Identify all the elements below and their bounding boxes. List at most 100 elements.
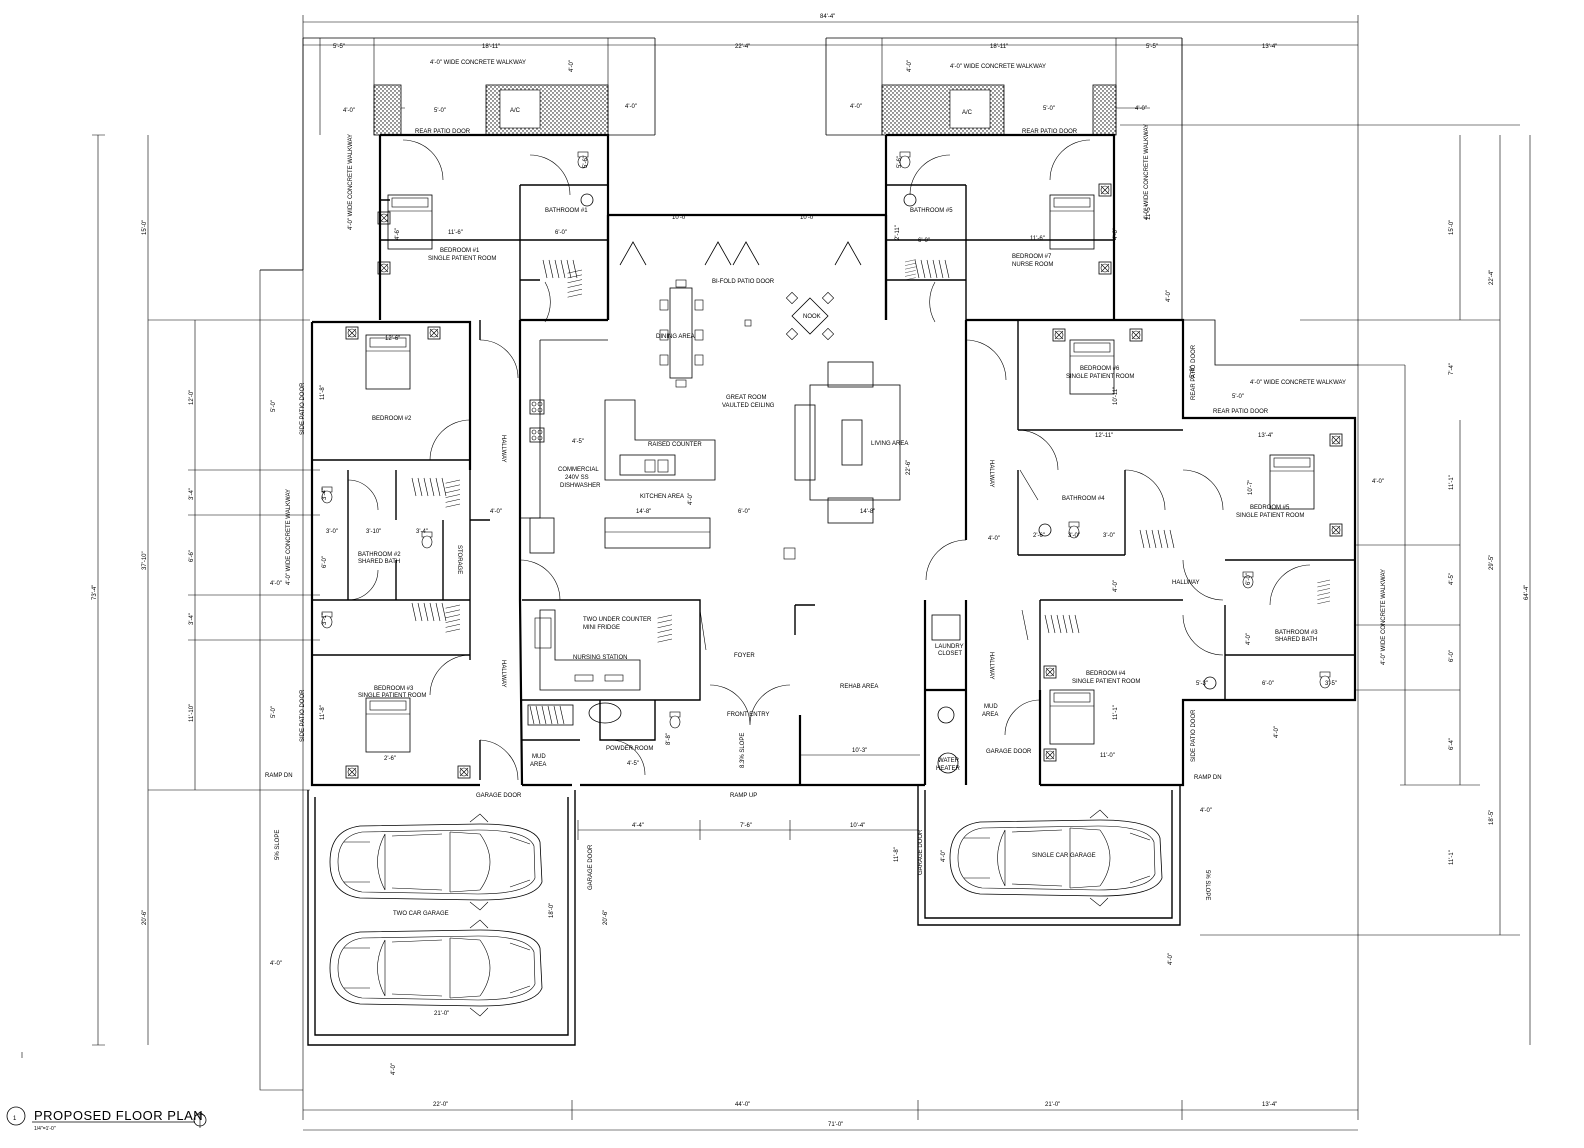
dim-10-4: 10'-4" xyxy=(850,823,865,829)
dim-6e: 6'-0" xyxy=(322,556,328,568)
dim-3-4d: 3'-4" xyxy=(189,613,195,625)
label-fridge-1: TWO UNDER COUNTER xyxy=(583,617,652,623)
label-foyer: FOYER xyxy=(734,653,755,659)
dim-2-6b: 2'-6" xyxy=(384,756,396,762)
label-ramp-dn-right: RAMP DN xyxy=(1194,775,1222,781)
label-closet: CLOSET xyxy=(938,651,962,657)
label-mud-area-2: AREA xyxy=(982,712,998,718)
dim-4-5c: 4'-5" xyxy=(1449,573,1455,585)
room-labels: 4'-0" WIDE CONCRETE WALKWAY 4'-0" WIDE C… xyxy=(265,60,1387,917)
dim-14-8: 14'-8" xyxy=(636,509,651,515)
title-text: PROPOSED FLOOR PLAN xyxy=(34,1108,203,1123)
label-rear-patio-1: REAR PATIO DOOR xyxy=(415,129,471,135)
dim-5-left2: 5'-0" xyxy=(271,706,277,718)
dim-11-6: 11'-6" xyxy=(448,230,463,236)
dim-top-3: 22'-4" xyxy=(735,44,750,50)
label-bedroom-4-sub: SINGLE PATIENT ROOM xyxy=(1072,679,1140,685)
dim-top-2: 18'-11" xyxy=(482,44,500,50)
dim-22-4: 22'-4" xyxy=(1489,270,1495,285)
dim-4-left: 4'-0" xyxy=(270,961,282,967)
label-front-entry: FRONT ENTRY xyxy=(727,712,769,718)
label-bathroom-3: BATHROOM #3 xyxy=(1275,630,1318,636)
dim-37-10: 37'-10" xyxy=(142,551,148,570)
dim-6g: 6'-0" xyxy=(1449,650,1455,662)
label-bedroom-7: BEDROOM #7 xyxy=(1012,254,1052,260)
label-ac-2: A/C xyxy=(962,110,973,116)
walkways xyxy=(260,37,1358,366)
label-vaulted-ceiling: VAULTED CEILING xyxy=(722,403,775,409)
dim-4-5b: 4'-5" xyxy=(627,761,639,767)
dim-6-4: 6'-4" xyxy=(1449,738,1455,750)
dim-walk-5a: 5'-0" xyxy=(434,108,446,114)
dim-6b: 6'-0" xyxy=(918,238,930,244)
dim-5-6b: 5'-6" xyxy=(897,156,903,168)
label-240v: 240V SS xyxy=(565,475,589,481)
dim-15-0: 15'-0" xyxy=(142,220,148,235)
label-bathroom-1: BATHROOM #1 xyxy=(545,208,588,214)
dim-4-4: 4'-4" xyxy=(632,823,644,829)
dim-4-br: 4'-0" xyxy=(988,536,1000,542)
label-hallway-2: HALLWAY xyxy=(500,660,506,688)
dim-73-4: 73'-4" xyxy=(92,585,98,600)
dim-3-5: 3'-5" xyxy=(1325,681,1337,687)
dim-6f: 6'-0" xyxy=(1246,573,1252,585)
label-walkway-r: 4'-0" WIDE CONCRETE WALKWAY xyxy=(1250,380,1346,386)
dim-6a: 6'-0" xyxy=(555,230,567,236)
dim-14-8b: 14'-8" xyxy=(860,509,875,515)
dim-bottom-13: 13'-4" xyxy=(1262,1102,1277,1108)
dim-13-4: 13'-4" xyxy=(1258,433,1273,439)
dim-7-6: 7'-6" xyxy=(740,823,752,829)
dim-4-v3: 4'-0" xyxy=(1168,953,1174,965)
dim-11-8c: 11'-8" xyxy=(894,847,900,862)
dim-3-0b: 3'-0" xyxy=(1068,533,1080,539)
dim-5-8: 5'-8" xyxy=(1190,366,1196,378)
label-ramp-up: RAMP UP xyxy=(730,793,757,799)
dim-3-10: 3'-10" xyxy=(366,529,381,535)
dim-20-6: 20'-6" xyxy=(142,910,148,925)
dim-walk-2: 4'-0" xyxy=(625,104,637,110)
dim-11-8: 11'-8" xyxy=(320,385,326,400)
label-bifold-patio-door: BI-FOLD PATIO DOOR xyxy=(712,279,775,285)
dim-5-left: 5'-0" xyxy=(271,400,277,412)
dim-18-0: 18'-0" xyxy=(549,903,555,918)
label-bedroom-6-sub: SINGLE PATIENT ROOM xyxy=(1066,374,1134,380)
dim-10-3: 10'-3" xyxy=(852,748,867,754)
label-side-patio-1: SIDE PATIO DOOR xyxy=(300,382,306,435)
dim-11-0: 11'-0" xyxy=(1100,753,1115,759)
walls xyxy=(307,133,1357,1046)
label-garage-door-v2: GARAGE DOOR xyxy=(918,829,924,875)
label-dishwasher: DISHWASHER xyxy=(560,483,601,489)
label-great-room: GREAT ROOM xyxy=(726,395,766,401)
label-mud-1: MUD xyxy=(532,754,546,760)
label-bathroom-5: BATHROOM #5 xyxy=(910,208,953,214)
label-bedroom-1: BEDROOM #1 xyxy=(440,248,480,254)
label-side-patio-3: SIDE PATIO DOOR xyxy=(1191,709,1197,762)
label-walkway-tl: 4'-0" WIDE CONCRETE WALKWAY xyxy=(430,60,526,66)
label-bedroom-3: BEDROOM #3 xyxy=(374,686,414,692)
label-bathroom-4: BATHROOM #4 xyxy=(1062,496,1105,502)
dim-4-left2: 4'-0" xyxy=(270,581,282,587)
label-bedroom-6: BEDROOM #6 xyxy=(1080,366,1120,372)
dim-4-5: 4'-5" xyxy=(572,439,584,445)
dim-walk-1: 4'-0" xyxy=(343,108,355,114)
label-living-area: LIVING AREA xyxy=(871,441,908,447)
label-commercial: COMMERCIAL xyxy=(558,467,599,473)
dim-5-right: 5'-0" xyxy=(1232,394,1244,400)
label-rear-patio-v: REAR PATIO DOOR xyxy=(1191,344,1197,400)
label-bedroom-3-sub: SINGLE PATIENT ROOM xyxy=(358,693,426,699)
dim-4-v5: 4'-0" xyxy=(941,850,947,862)
dim-walk-3: 4'-0" xyxy=(850,104,862,110)
label-ramp-dn-left: RAMP DN xyxy=(265,773,293,779)
dim-top-5: 5'-5" xyxy=(1146,44,1158,50)
label-mud-area-1: AREA xyxy=(530,762,546,768)
dim-11-1b: 11'-1" xyxy=(1449,475,1455,490)
dim-3-4: 3'-4" xyxy=(416,529,428,535)
title-number: 1 xyxy=(13,1116,17,1122)
dim-10a: 10'-0" xyxy=(672,215,687,221)
label-raised-counter: RAISED COUNTER xyxy=(648,442,702,448)
label-bathroom-3-sub: SHARED BATH xyxy=(1275,637,1317,643)
dim-4-n: 4'-0" xyxy=(1113,580,1119,592)
label-dining-area: DINING AREA xyxy=(656,334,695,340)
label-bedroom-2: BEDROOM #2 xyxy=(372,416,412,422)
dim-4-6: 4'-6" xyxy=(1113,228,1119,240)
